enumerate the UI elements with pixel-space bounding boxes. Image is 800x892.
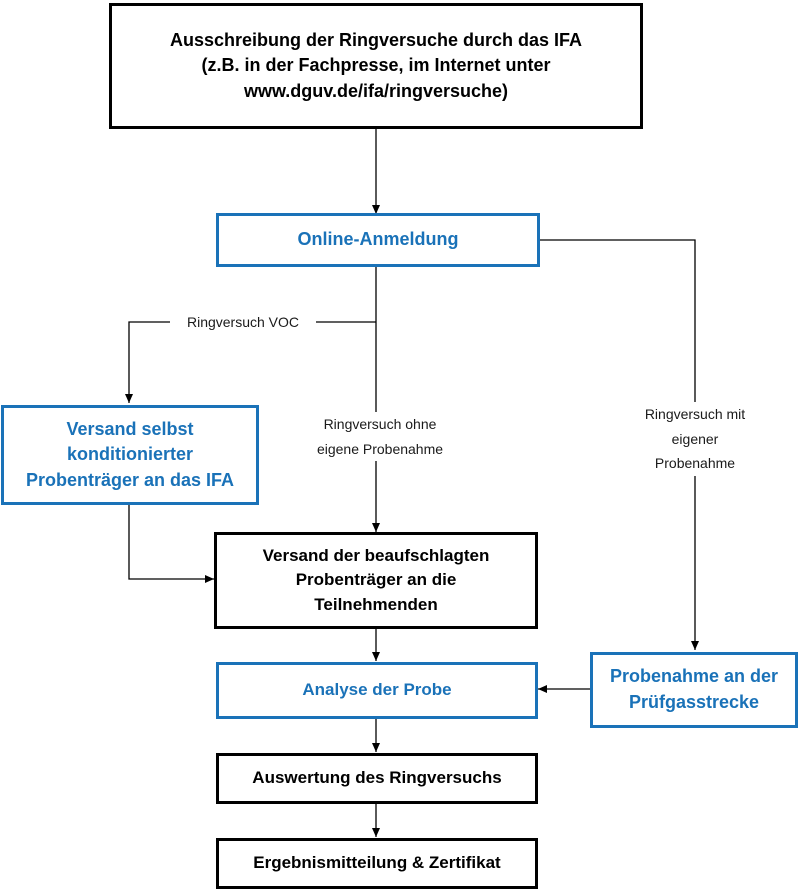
arrow-versand-selbst-to-versand-beaufschlagt <box>128 503 214 583</box>
box-ausschreibung-line-3: www.dguv.de/ifa/ringversuche) <box>243 80 509 101</box>
box-auswertung-label: Auswertung des Ringversuchs <box>252 768 502 788</box>
label-ringversuch-mit: Ringversuch mit eigener Probenahme <box>628 402 762 476</box>
box-probenahme-line-2: Prüfgasstrecke <box>628 692 760 712</box>
box-probenahme-line-1: Probenahme an der <box>609 666 779 687</box>
box-versand-selbst-line-1: Versand selbst <box>66 418 194 439</box>
box-analyse: Analyse der Probe <box>216 662 538 719</box>
box-probenahme: Probenahme an der Prüfgasstrecke <box>590 652 798 728</box>
box-versand-beaufschlagt-line-3: Teilnehmenden <box>314 594 438 614</box>
label-ringversuch-ohne: Ringversuch ohne eigene Probenahme <box>300 412 460 461</box>
box-online-anmeldung-label: Online-Anmeldung <box>297 229 459 250</box>
box-ausschreibung-line-2: (z.B. in der Fachpresse, im Internet unt… <box>201 55 551 76</box>
label-ringversuch-voc-text: Ringversuch VOC <box>186 314 300 330</box>
box-ergebnis-label: Ergebnismitteilung & Zertifikat <box>253 853 501 873</box>
label-ringversuch-mit-line-2: eigener <box>671 430 719 447</box>
box-versand-beaufschlagt-line-1: Versand der beaufschlagten <box>262 546 490 566</box>
box-ergebnis: Ergebnismitteilung & Zertifikat <box>216 838 538 889</box>
arrow-anmeldung-to-probenahme <box>539 239 699 650</box>
box-versand-beaufschlagt: Versand der beaufschlagten Probenträger … <box>214 532 538 629</box>
box-versand-selbst-line-2: konditionierter <box>66 444 193 465</box>
label-ringversuch-mit-line-3: Probenahme <box>654 455 736 471</box>
box-ausschreibung-line-1: Ausschreibung der Ringversuche durch das… <box>169 29 583 50</box>
label-ringversuch-ohne-line-2: eigene Probenahme <box>316 440 444 457</box>
box-versand-selbst-line-3: Probenträger an das IFA <box>25 469 235 490</box>
box-versand-selbst: Versand selbst konditionierter Probenträ… <box>1 405 259 505</box>
label-ringversuch-voc: Ringversuch VOC <box>170 310 316 335</box>
box-analyse-label: Analyse der Probe <box>302 680 452 700</box>
box-auswertung: Auswertung des Ringversuchs <box>216 753 538 804</box>
box-ausschreibung: Ausschreibung der Ringversuche durch das… <box>109 3 643 129</box>
box-online-anmeldung: Online-Anmeldung <box>216 213 540 267</box>
label-ringversuch-ohne-line-1: Ringversuch ohne <box>323 416 437 432</box>
label-ringversuch-mit-line-1: Ringversuch mit <box>644 406 746 422</box>
box-versand-beaufschlagt-line-2: Probenträger an die <box>295 570 457 590</box>
